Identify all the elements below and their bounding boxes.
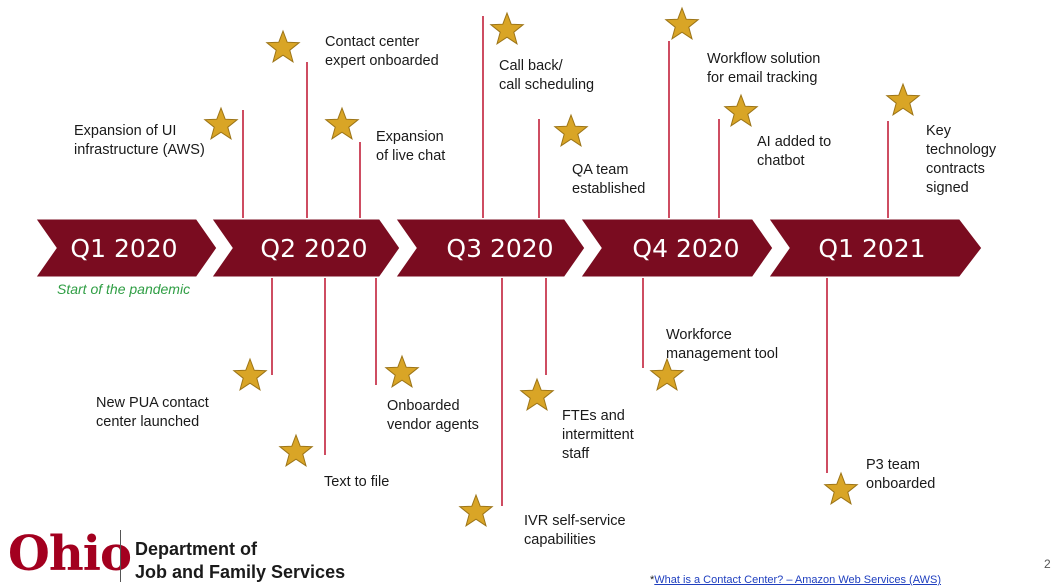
star-icon (324, 106, 360, 140)
quarter-label-4: Q4 2020 (632, 234, 739, 263)
milestone-stars (203, 6, 921, 527)
event-label-ftes-intermittent-staff: FTEs and intermittent staff (562, 408, 634, 462)
ohio-logo: Ohio (8, 526, 132, 582)
quarter-label-2: Q2 2020 (260, 234, 367, 263)
star-icon (489, 11, 525, 45)
event-label-key-technology-contracts: Key technology contracts signed (926, 123, 997, 196)
star-icon (723, 93, 759, 127)
event-label-ai-chatbot: AI added to chatbot (757, 134, 832, 169)
event-label-qa-team: QA team established (572, 162, 646, 197)
event-label-ivr-self-service: IVR self-service capabilities (524, 513, 626, 548)
star-icon (519, 377, 555, 411)
event-label-expansion-ui-infrastructure: Expansion of UI infrastructure (AWS) (74, 123, 205, 158)
quarter-arrow-3 (391, 216, 588, 280)
footnote: *What is a Contact Center? – Amazon Web … (650, 574, 941, 586)
quarter-arrow-1 (31, 216, 220, 280)
connector-lines (242, 16, 889, 506)
star-icon (553, 113, 589, 147)
event-label-p3-team: P3 team onboarded (866, 457, 936, 492)
star-icon (649, 357, 685, 391)
star-icon (823, 471, 859, 505)
department-name: Department of Job and Family Services (135, 539, 346, 582)
quarter-arrow-2 (207, 216, 403, 280)
event-label-workflow-email-tracking: Workflow solution for email tracking (707, 51, 821, 86)
star-icon (203, 106, 239, 140)
footnote-marker: * (650, 574, 655, 586)
pandemic-start-note: Start of the pandemic (57, 281, 191, 297)
quarter-arrows: Q1 2020 Q2 2020 Q3 2020 Q4 2020 Q1 2021 (31, 216, 985, 280)
event-label-expansion-live-chat: Expansion of live chat (376, 129, 446, 164)
star-icon (458, 493, 494, 527)
event-label-onboarded-vendor-agents: Onboarded vendor agents (387, 398, 479, 433)
star-icon (232, 357, 268, 391)
quarter-label-1: Q1 2020 (70, 234, 177, 263)
event-label-workforce-management-tool: Workforce management tool (666, 327, 779, 362)
star-icon (265, 29, 301, 63)
quarter-label-5: Q1 2021 (818, 234, 925, 263)
footnote-link[interactable]: What is a Contact Center? – Amazon Web S… (654, 574, 942, 586)
logo-divider (120, 530, 121, 582)
event-label-call-back-scheduling: Call back/ call scheduling (499, 58, 595, 93)
quarter-arrow-5 (764, 216, 985, 280)
star-icon (885, 82, 921, 116)
star-icon (384, 354, 420, 388)
star-icon (664, 6, 700, 40)
quarter-arrow-4 (576, 216, 776, 280)
quarter-label-3: Q3 2020 (446, 234, 553, 263)
event-label-contact-center-expert: Contact center expert onboarded (325, 34, 439, 69)
star-icon (278, 433, 314, 467)
event-label-new-pua-contact-center: New PUA contact center launched (96, 395, 209, 430)
page-number: 2 (1044, 557, 1051, 571)
event-label-text-to-file: Text to file (324, 474, 390, 490)
